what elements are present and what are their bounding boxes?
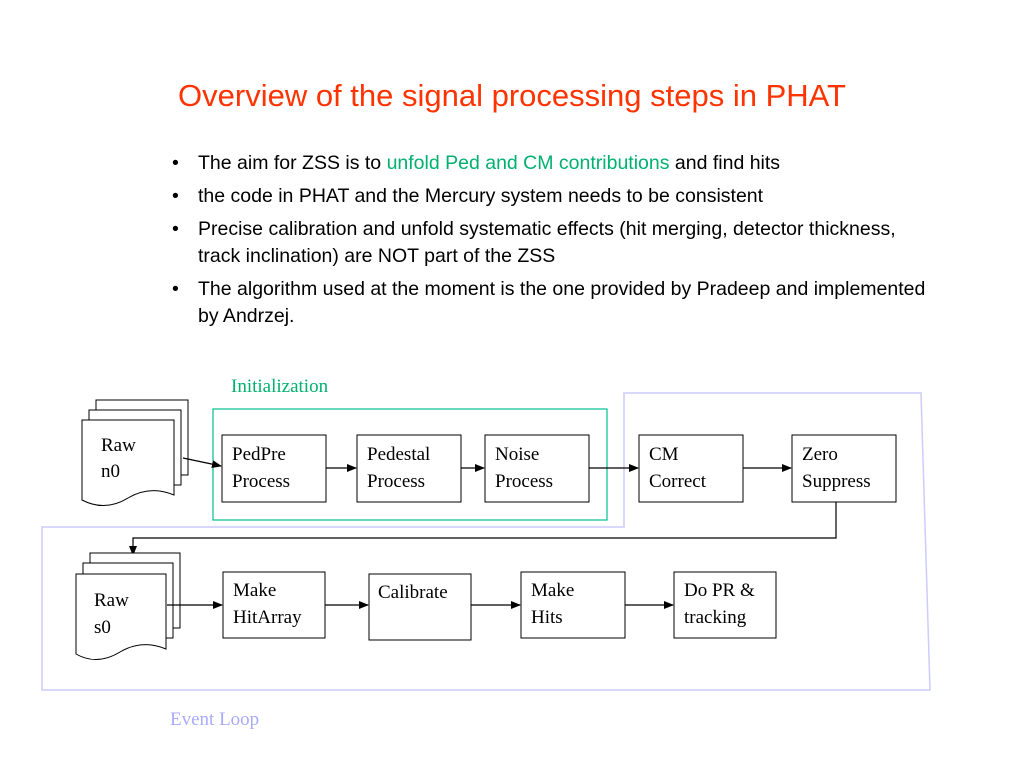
make-hitarray-label-line2: HitArray [233,607,302,628]
zero-label-line1: Zero [802,444,838,465]
make-hitarray-label-line1: Make [233,580,276,601]
raw-s0-label-line1: Raw [94,590,129,611]
pedpre-process-box [221,434,327,503]
bullet-item: the code in PHAT and the Mercury system … [170,183,930,210]
do-pr-label-line2: tracking [684,607,747,628]
bullet-item: Precise calibration and unfold systemati… [170,216,930,270]
bullet-list: The aim for ZSS is to unfold Ped and CM … [170,150,930,336]
arrow-zero-to-raw-s0 [129,502,837,556]
arrow-raw-to-pedpre [182,457,222,469]
event-loop-label: Event Loop [170,709,259,730]
cm-correct-box [638,434,744,503]
raw-n0-document-icon [81,399,189,506]
calibrate-box [368,573,472,641]
make-hits-label-line1: Make [531,580,574,601]
make-hitarray-box [222,571,326,639]
highlight-text: unfold Ped and CM contributions [386,152,670,174]
event-loop-boundary [41,392,931,691]
pedpre-label-line2: Process [232,471,290,492]
pedestal-process-box [356,434,462,503]
noise-process-box [484,434,590,503]
pedestal-label-line2: Process [367,471,425,492]
raw-s0-label-line2: s0 [94,617,111,638]
noise-label-line2: Process [495,471,553,492]
do-pr-label-line1: Do PR & [684,580,755,601]
cm-label-line1: CM [649,444,679,465]
calibrate-label: Calibrate [378,582,448,603]
initialization-label: Initialization [231,376,329,397]
do-pr-tracking-box [673,571,777,639]
noise-label-line1: Noise [495,444,539,465]
zero-suppress-box [791,434,897,503]
pedestal-label-line1: Pedestal [367,444,430,465]
zero-label-line2: Suppress [802,471,871,492]
raw-n0-label-line1: Raw [101,435,136,456]
page-title: Overview of the signal processing steps … [178,78,846,113]
make-hits-box [520,571,626,639]
bullet-item: The aim for ZSS is to unfold Ped and CM … [170,150,930,177]
bullet-item: The algorithm used at the moment is the … [170,276,930,330]
raw-n0-label-line2: n0 [101,461,120,482]
raw-s0-document-icon [75,552,181,660]
cm-label-line2: Correct [649,471,707,492]
pedpre-label-line1: PedPre [232,444,286,465]
make-hits-label-line2: Hits [531,607,563,628]
